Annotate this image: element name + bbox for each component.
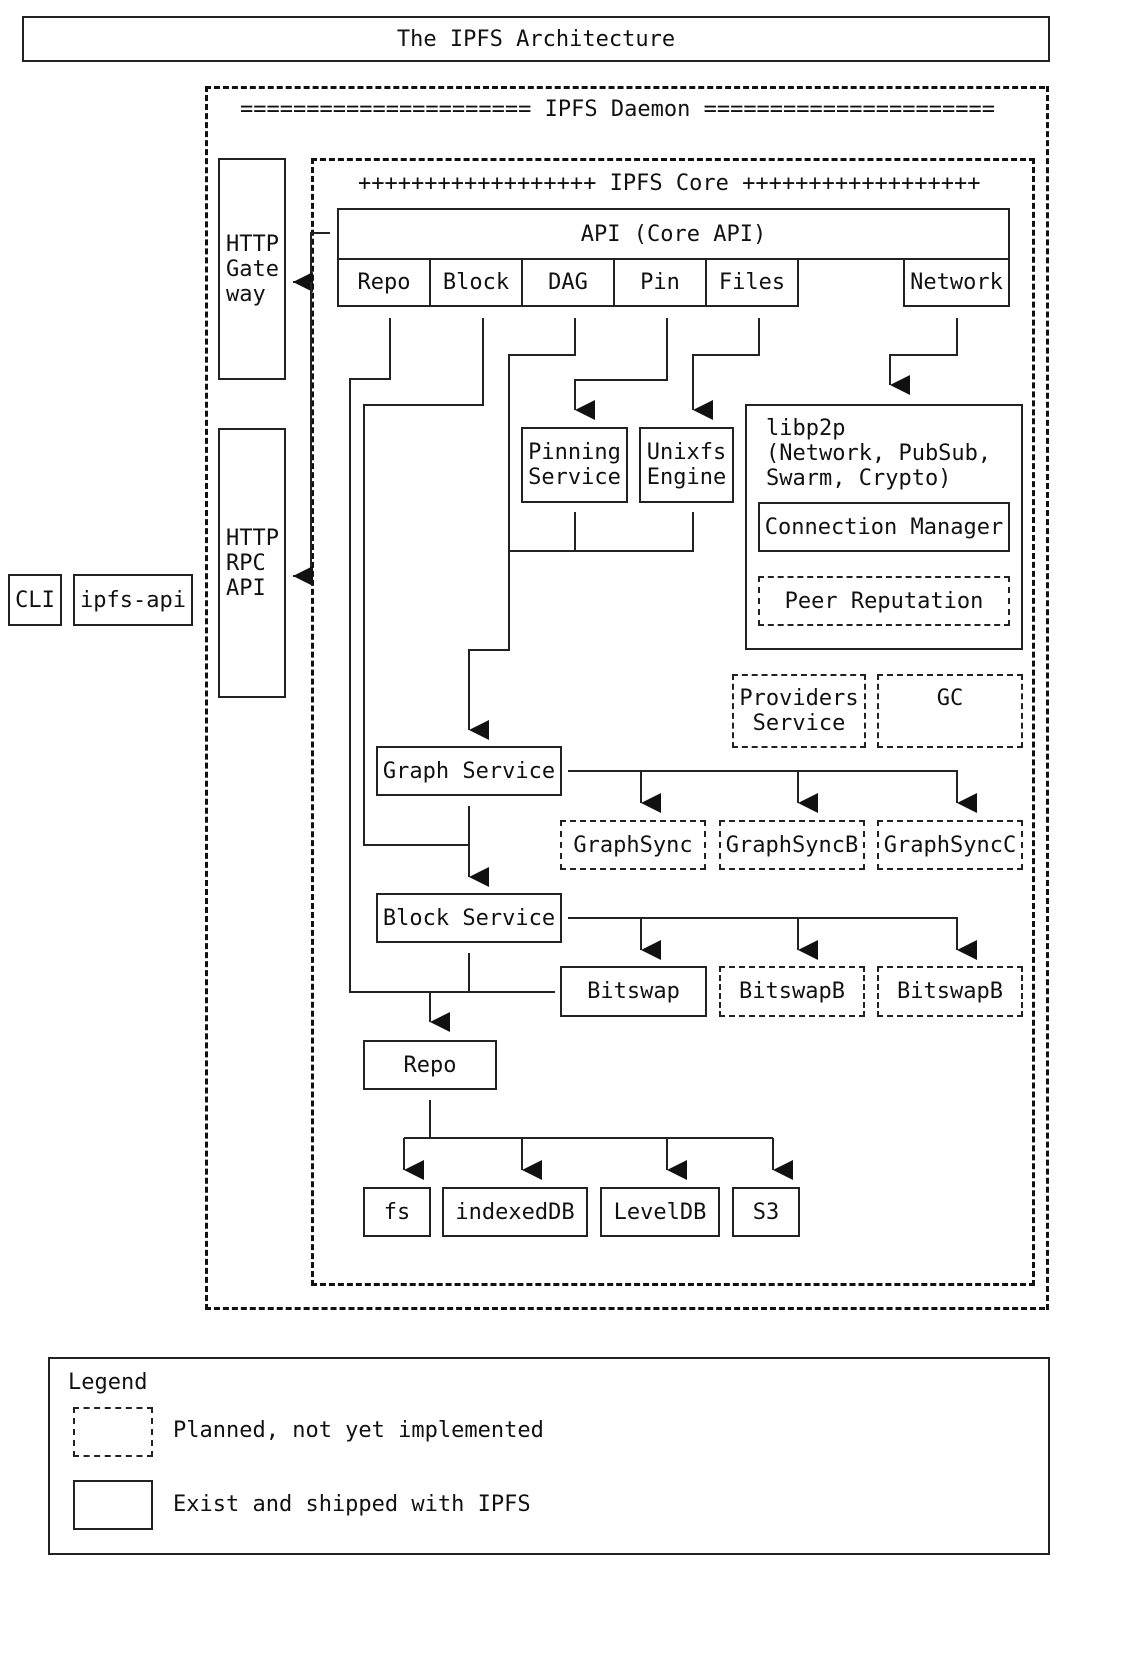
bitswap-label: BitswapB [739, 979, 845, 1004]
ipfs-api-label: ipfs-api [80, 587, 186, 613]
api-module-dag: DAG [521, 258, 615, 307]
connection-manager-label: Connection Manager [764, 514, 1004, 540]
graph-service-label: Graph Service [382, 758, 556, 784]
legend-planned-label: Planned, not yet implemented [173, 1418, 544, 1443]
block-module-line [363, 318, 484, 846]
libp2p-label: libp2p (Network, PubSub, Swarm, Crypto) [766, 416, 992, 491]
legend-box [48, 1357, 1050, 1555]
bitswap-b-box: BitswapB [719, 966, 865, 1017]
api-module-label: Network [910, 270, 1003, 295]
store-label: LevelDB [613, 1199, 707, 1225]
unixfs-label: Unixfs Engine [646, 440, 727, 490]
repo-fanout-line [404, 1100, 773, 1139]
http-gateway-box: HTTP Gate way [218, 158, 286, 380]
ipfs-daemon-container [205, 86, 1045, 1310]
store-indexeddb-box: indexedDB [442, 1187, 588, 1237]
diagram-title: The IPFS Architecture [22, 16, 1050, 62]
block-service-box: Block Service [376, 893, 562, 943]
api-to-rpc-line [293, 282, 313, 586]
graphsync-label: GraphSync [573, 832, 693, 858]
api-module-repo: Repo [337, 258, 431, 307]
graphsync-box: GraphSync [560, 820, 706, 870]
http-rpc-api-box: HTTP RPC API [218, 428, 286, 698]
api-to-gateway-line [293, 232, 330, 292]
core-api-box: API (Core API) [337, 208, 1010, 260]
graphsync-b-box: GraphSyncB [719, 820, 865, 870]
legend-planned-swatch [73, 1407, 153, 1457]
files-module-line [692, 318, 760, 420]
api-module-block: Block [429, 258, 523, 307]
daemon-label: ====================== IPFS Daemon =====… [240, 97, 995, 122]
pinning-unixfs-join-line [509, 512, 694, 552]
api-module-pin: Pin [613, 258, 707, 307]
providers-label: Providers Service [739, 686, 859, 736]
cli-box: CLI [8, 574, 62, 626]
store-fs-box: fs [363, 1187, 431, 1237]
api-module-label: DAG [548, 270, 588, 295]
gc-box: GC [877, 674, 1023, 748]
rpc-label: HTTP RPC API [226, 525, 279, 601]
api-module-label: Repo [357, 270, 411, 295]
ipfs-api-box: ipfs-api [73, 574, 193, 626]
network-module-line [889, 318, 958, 395]
graph-service-box: Graph Service [376, 746, 562, 796]
block-service-fanout-line [568, 917, 958, 942]
pinning-label: Pinning Service [528, 440, 621, 490]
api-module-files: Files [705, 258, 799, 307]
graphsync-c-box: GraphSyncC [877, 820, 1023, 870]
store-s3-box: S3 [732, 1187, 800, 1237]
gateway-label: HTTP Gate way [226, 231, 279, 307]
peer-reputation-label: Peer Reputation [784, 588, 984, 614]
api-module-label: Files [718, 270, 786, 295]
dag-module-line [468, 318, 576, 740]
repo-label: Repo [403, 1052, 457, 1078]
legend-title: Legend [68, 1370, 148, 1395]
pinning-service-box: Pinning Service [521, 427, 628, 503]
repo-module-line [349, 318, 555, 993]
peer-reputation-box: Peer Reputation [758, 576, 1010, 626]
core-label: ++++++++++++++++++ IPFS Core +++++++++++… [358, 171, 981, 196]
bitswap-b2-box: BitswapB [877, 966, 1023, 1017]
api-module-network: Network [903, 258, 1010, 307]
providers-service-box: Providers Service [732, 674, 866, 748]
connection-manager-box: Connection Manager [758, 502, 1010, 552]
store-label: S3 [752, 1199, 780, 1225]
pin-module-line [574, 318, 668, 420]
api-module-label: Pin [640, 270, 680, 295]
graph-service-fanout-line [568, 770, 958, 803]
unixfs-engine-box: Unixfs Engine [639, 427, 734, 503]
bitswap-label: Bitswap [587, 979, 680, 1004]
graphsync-label: GraphSyncC [883, 832, 1017, 858]
store-leveldb-box: LevelDB [600, 1187, 720, 1237]
bitswap-box: Bitswap [560, 966, 707, 1017]
block-service-label: Block Service [382, 905, 556, 931]
legend-shipped-label: Exist and shipped with IPFS [173, 1492, 531, 1517]
legend-shipped-swatch [73, 1480, 153, 1530]
title-text: The IPFS Architecture [396, 26, 676, 52]
store-label: indexedDB [455, 1199, 575, 1225]
bitswap-label: BitswapB [897, 979, 1003, 1004]
cli-label: CLI [15, 587, 55, 613]
core-api-label: API (Core API) [580, 221, 767, 247]
gc-label: GC [936, 686, 964, 711]
daemon-right-border [1046, 86, 1049, 1310]
repo-box: Repo [363, 1040, 497, 1090]
api-module-label: Block [442, 270, 510, 295]
graphsync-label: GraphSyncB [725, 832, 859, 858]
store-label: fs [383, 1199, 411, 1225]
ipfs-core-container [311, 158, 1035, 1286]
